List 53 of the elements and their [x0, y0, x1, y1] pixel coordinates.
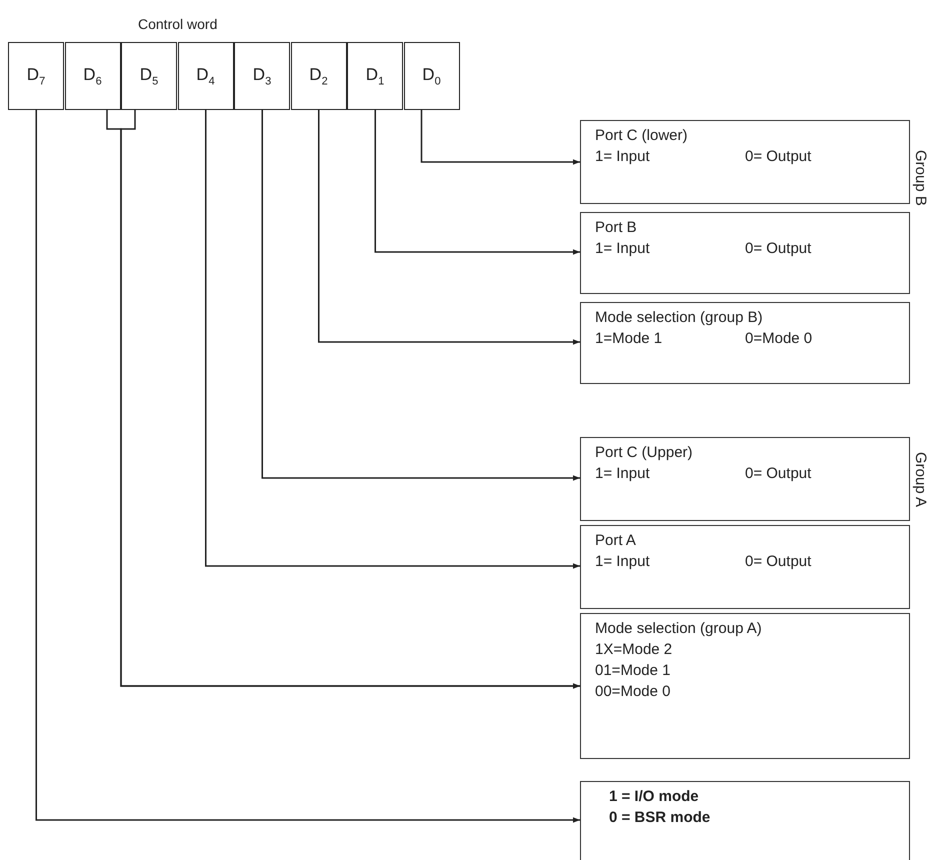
bit-cell — [290, 42, 346, 110]
description-box — [580, 212, 910, 294]
connector-arrow — [374, 110, 580, 255]
box-heading: Mode selection (group B) — [595, 309, 764, 326]
connector-arrow — [318, 110, 580, 345]
box-text: 0=Mode 0 — [745, 330, 814, 347]
box-text: 1=Mode 1 — [595, 330, 664, 347]
bit-cell — [8, 42, 64, 110]
box-text: 01=Mode 1 — [595, 662, 672, 679]
box-heading: Port A — [595, 532, 637, 549]
description-box — [580, 302, 910, 384]
box-text: 1= Input — [595, 240, 651, 257]
box-text: 1= Input — [595, 465, 651, 482]
bit-label: D$_{6}$ — [83, 64, 102, 88]
bit-cell — [64, 42, 120, 110]
box-heading: Port B — [595, 219, 638, 236]
group-label: Group B — [912, 150, 929, 206]
box-text: 1= Input — [595, 148, 651, 165]
connector-arrow — [262, 110, 580, 481]
group-label: Group A — [912, 452, 929, 508]
description-box — [580, 613, 910, 759]
bit-label: D$_{1}$ — [366, 64, 384, 88]
register-title: Control word — [138, 16, 218, 32]
bit-label: D$_{4}$ — [196, 64, 215, 88]
bit-cell — [347, 42, 403, 110]
bit-cell — [121, 42, 177, 110]
box-text: 0 = BSR mode — [609, 809, 712, 826]
description-box — [580, 525, 910, 609]
description-box — [580, 781, 910, 860]
box-text: 1X=Mode 2 — [595, 641, 674, 658]
bit-label: D$_{5}$ — [140, 64, 158, 88]
box-text: 1= Input — [595, 553, 651, 570]
description-box — [580, 120, 910, 204]
bit-label: D$_{2}$ — [309, 64, 328, 88]
bit-cell — [234, 42, 290, 110]
box-text: 0= Output — [745, 240, 812, 257]
box-text: 0= Output — [745, 553, 812, 570]
bit-cell — [404, 42, 460, 110]
box-heading: Port C (lower) — [595, 127, 689, 144]
bit-label: D$_{3}$ — [252, 64, 272, 88]
bit-label: D$_{0}$ — [422, 64, 441, 88]
box-text: 0= Output — [745, 148, 812, 165]
connector-arrow — [205, 110, 580, 569]
description-box — [580, 437, 910, 521]
box-text: 0= Output — [745, 465, 812, 482]
box-text: 1 = I/O mode — [609, 788, 700, 805]
connector-arrow — [36, 110, 580, 823]
box-text: 00=Mode 0 — [595, 683, 672, 700]
box-text: Mode selection (group A) — [595, 620, 763, 637]
connector-arrow — [420, 110, 580, 165]
bit-cell — [178, 42, 234, 110]
box-heading: Port C (Upper) — [595, 444, 694, 461]
bit-label: D$_{7}$ — [26, 64, 46, 88]
